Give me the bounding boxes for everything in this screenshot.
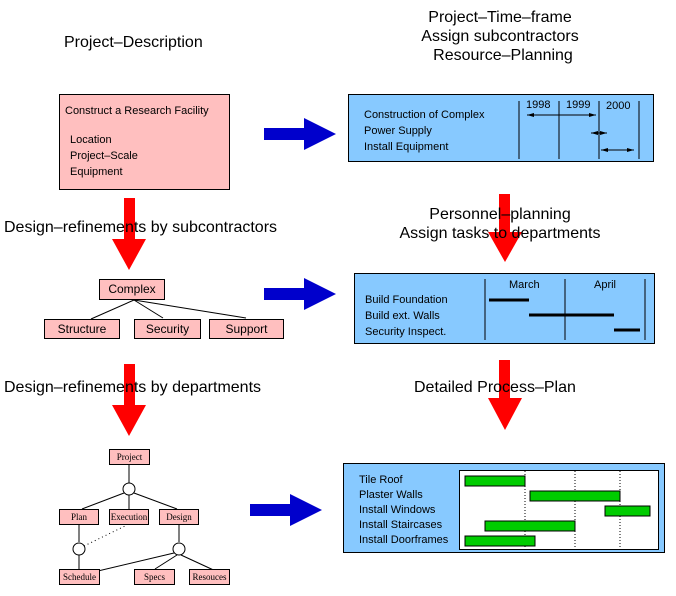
right-arrow-2 bbox=[264, 278, 336, 310]
tree-node-support: Support bbox=[209, 319, 284, 339]
process-task: Plaster Walls bbox=[359, 489, 423, 501]
personnel-period: April bbox=[594, 279, 617, 291]
gantt-bar-install-windows bbox=[604, 505, 651, 517]
tree-node-structure: Structure bbox=[44, 319, 120, 339]
process-plan-marks bbox=[464, 471, 651, 551]
personnel-chart: Build Foundation Build ext. Walls Securi… bbox=[354, 273, 655, 344]
tree-node-design: Design bbox=[159, 509, 199, 525]
personnel-heading: Personnel–planning Assign tasks to depar… bbox=[370, 205, 630, 243]
description-item: Project–Scale bbox=[70, 150, 138, 162]
project-description-box: Construct a Research Facility Location P… bbox=[59, 94, 230, 190]
timeframe-heading-line: Project–Time–frame bbox=[428, 9, 572, 26]
personnel-task: Security Inspect. bbox=[365, 326, 447, 338]
tree-node-execution: Execution bbox=[109, 509, 149, 525]
personnel-task: Build ext. Walls bbox=[365, 310, 440, 322]
timeframe-heading: Project–Time–frame Assign subcontractors… bbox=[370, 8, 630, 65]
timeframe-heading-line: Resource–Planning bbox=[433, 47, 573, 64]
subcontractor-refinement-heading: Design–refinements by subcontractors bbox=[4, 219, 278, 236]
down-arrow-right-1 bbox=[488, 194, 522, 262]
tree-node-complex: Complex bbox=[99, 279, 165, 300]
project-description-heading: Project–Description bbox=[64, 34, 203, 51]
timeframe-task: Construction of Complex bbox=[364, 109, 485, 121]
personnel-period: March bbox=[509, 279, 540, 291]
process-task: Install Doorframes bbox=[359, 534, 449, 546]
process-plan-heading: Detailed Process–Plan bbox=[414, 379, 576, 396]
process-plan-grid bbox=[459, 470, 659, 551]
gantt-bar-install-staircases bbox=[484, 520, 576, 532]
description-item: Equipment bbox=[70, 166, 123, 178]
gantt-bar-plaster-walls bbox=[529, 490, 621, 502]
down-arrow-left-1 bbox=[112, 198, 146, 270]
down-arrow-right-2 bbox=[488, 360, 522, 430]
personnel-heading-line: Assign tasks to departments bbox=[399, 225, 601, 242]
project-description-title: Construct a Research Facility bbox=[65, 105, 209, 117]
process-task: Install Windows bbox=[359, 504, 436, 516]
process-plan-chart: Tile Roof Plaster Walls Install Windows … bbox=[343, 463, 665, 553]
timeframe-heading-line: Assign subcontractors bbox=[421, 28, 579, 45]
timeframe-chart-marks bbox=[518, 101, 640, 159]
right-arrow-3 bbox=[250, 494, 322, 526]
department-refinement-heading: Design–refinements by departments bbox=[4, 379, 262, 396]
process-task: Tile Roof bbox=[359, 474, 403, 486]
right-arrow-1 bbox=[264, 118, 336, 150]
description-item: Location bbox=[70, 134, 112, 146]
timeframe-task: Power Supply bbox=[364, 125, 432, 137]
down-arrow-left-2 bbox=[112, 364, 146, 436]
timeframe-chart: Construction of Complex Power Supply Ins… bbox=[348, 94, 654, 162]
tree-node-project: Project bbox=[109, 449, 150, 465]
tree-node-resources: Resouces bbox=[189, 569, 230, 585]
timeframe-task: Install Equipment bbox=[364, 141, 449, 153]
tree-node-specs: Specs bbox=[134, 569, 175, 585]
personnel-heading-line: Personnel–planning bbox=[429, 206, 571, 223]
tree-node-schedule: Schedule bbox=[59, 569, 100, 585]
tree-node-security: Security bbox=[134, 319, 201, 339]
timeframe-period: 1998 bbox=[526, 99, 551, 111]
process-task: Install Staircases bbox=[359, 519, 443, 531]
gantt-bar-tile-roof bbox=[464, 475, 526, 487]
tree-node-plan: Plan bbox=[59, 509, 99, 525]
timeframe-period: 2000 bbox=[606, 100, 631, 112]
gantt-bar-install-doorframes bbox=[464, 535, 536, 547]
timeframe-period: 1999 bbox=[566, 99, 591, 111]
personnel-task: Build Foundation bbox=[365, 294, 448, 306]
personnel-chart-marks bbox=[484, 279, 646, 340]
